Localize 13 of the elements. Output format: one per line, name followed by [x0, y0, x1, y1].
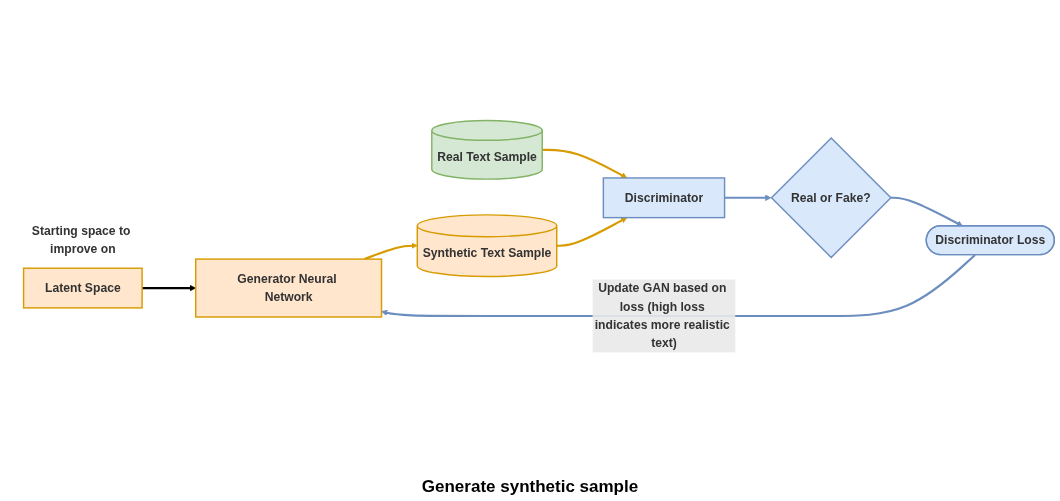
node-box: Discriminator: [602, 177, 726, 219]
arrow: [142, 284, 196, 292]
edge-label: Update GAN based on loss (high loss indicates more realistic text): [594, 281, 730, 350]
node-label: Starting space to improve on: [31, 223, 131, 256]
node-box: Generator Neural Network: [195, 258, 383, 318]
arrow: [890, 196, 963, 227]
note-text: Generate synthetic sample: [421, 477, 639, 497]
node-box: Latent Space: [22, 267, 143, 309]
arrow: [542, 148, 628, 179]
arrow: [556, 217, 628, 247]
arrow: [363, 242, 418, 261]
node-diamond: Real or Fake?: [770, 137, 892, 259]
arrow: [724, 194, 772, 201]
